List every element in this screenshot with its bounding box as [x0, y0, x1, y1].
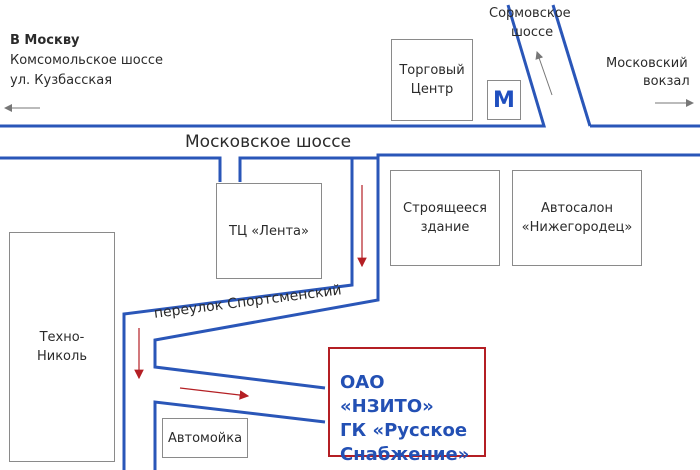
label-moskovsky-vokzal-2: вокзал	[643, 74, 690, 89]
target-company-box: ОАО «НЗИТО» ГК «Русское Снабжение»	[328, 347, 486, 465]
building-label: Николь	[36, 349, 87, 364]
label-moskovsky-vokzal-1: Московский	[606, 56, 688, 71]
label-sormovskoe-1: Сормовское	[489, 6, 571, 21]
moskovskoe-shosse-north-edge	[0, 4, 547, 128]
sormovskoe-shosse-east-edge	[551, 4, 592, 127]
building-lenta: ТЦ «Лента»	[216, 183, 322, 279]
label-komsomolskoe: Комсомольское шоссе	[10, 53, 164, 68]
metro-icon: М	[487, 80, 521, 120]
moskovskoe-shosse-south-edge-west	[0, 156, 222, 182]
label-sormovskoe-2: шоссе	[511, 25, 554, 40]
road-south	[153, 400, 326, 470]
building-label: ТЦ «Лента»	[229, 223, 309, 239]
building-label: Строящееся	[403, 201, 487, 216]
building-label: Техно-	[39, 330, 85, 345]
road-west-lane	[122, 158, 354, 470]
building-label: Автомойка	[167, 430, 243, 446]
building-label: Автосалон	[541, 201, 613, 216]
label-moskovskoe-shosse: Московское шоссе	[185, 132, 352, 152]
label-kuzbasskaya: ул. Кузбасская	[10, 73, 113, 88]
label-to-moscow: В Москву	[10, 33, 80, 48]
building-label: «Нижегородец»	[521, 220, 633, 235]
road-lenta-loop	[153, 156, 380, 390]
building-tekhnonikol: Техно- Николь	[9, 232, 115, 462]
moskovskoe-shosse-south-edge-east	[376, 153, 700, 158]
building-under-construction: Строящееся здание	[390, 170, 500, 266]
building-label: Торговый	[399, 63, 465, 78]
direction-arrow	[179, 387, 250, 400]
building-car-wash: Автомойка	[162, 418, 248, 458]
target-company-line: ГК «Русское	[340, 420, 468, 441]
building-label: Центр	[410, 82, 454, 97]
direction-arrow-sormovskoe	[535, 51, 553, 96]
target-company-line: ОАО «НЗИТО»	[340, 372, 434, 417]
building-avtosalon: Автосалон «Нижегородец»	[512, 170, 642, 266]
building-label: здание	[420, 220, 470, 235]
target-company-line: Снабжение»	[340, 444, 470, 465]
